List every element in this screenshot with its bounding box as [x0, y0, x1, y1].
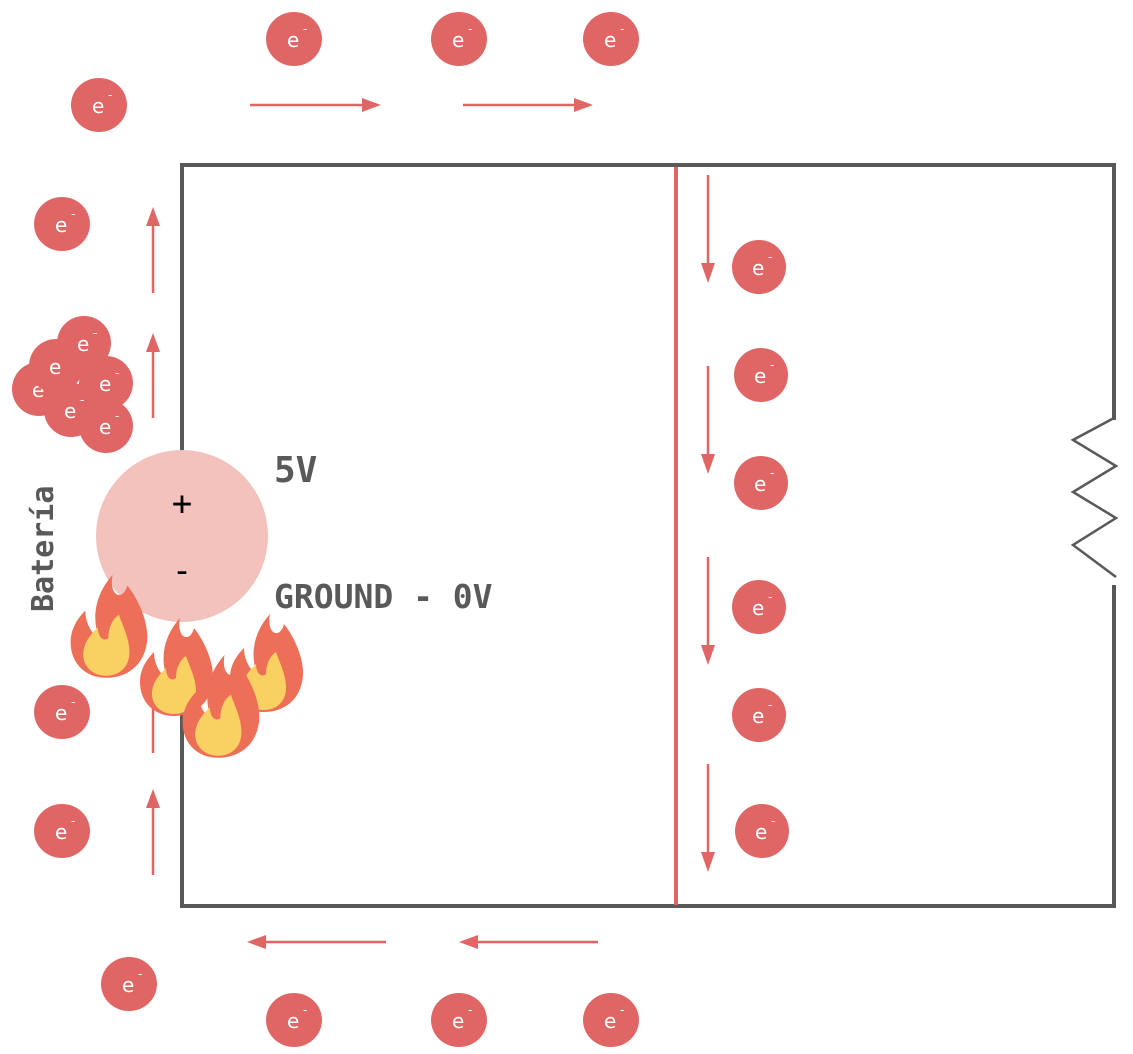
battery-label: Batería	[26, 486, 61, 612]
arrow-left-icon	[459, 935, 598, 949]
electron-icon: e-	[732, 240, 786, 294]
svg-text:e: e	[99, 415, 111, 439]
svg-text:-: -	[303, 1003, 307, 1017]
svg-text:-: -	[620, 1003, 624, 1017]
svg-text:-: -	[115, 409, 119, 423]
svg-text:-: -	[768, 698, 772, 712]
positive-terminal-symbol: +	[172, 484, 192, 524]
ground-label: GROUND - 0V	[274, 577, 493, 616]
electron-icon: e-	[583, 993, 639, 1047]
svg-text:e: e	[452, 1009, 464, 1033]
electron-icon: e-	[79, 399, 133, 453]
arrow-down-icon	[701, 175, 715, 283]
svg-text:e: e	[604, 28, 616, 52]
svg-text:-: -	[771, 814, 775, 828]
electron-icon: e-	[583, 12, 639, 66]
top-wire	[180, 163, 1116, 455]
svg-text:e: e	[55, 213, 67, 237]
arrow-right-icon	[250, 98, 381, 112]
arrow-up-icon	[146, 333, 160, 418]
svg-text:-: -	[468, 1003, 472, 1017]
svg-text:e: e	[92, 94, 104, 118]
svg-text:-: -	[303, 22, 307, 36]
electron-icon: e-	[34, 197, 90, 251]
svg-text:-: -	[768, 590, 772, 604]
circuit-wires	[180, 163, 1116, 908]
arrow-down-icon	[701, 557, 715, 665]
electron-icon: e-	[34, 804, 90, 858]
electron-icon: e-	[734, 348, 788, 402]
svg-text:-: -	[108, 88, 112, 102]
svg-text:e: e	[452, 28, 464, 52]
arrow-down-icon	[701, 764, 715, 872]
negative-terminal-symbol: -	[172, 551, 192, 591]
svg-text:-: -	[620, 22, 624, 36]
svg-text:-: -	[80, 393, 84, 407]
electron-icon: e-	[734, 456, 788, 510]
electron-icon: e-	[266, 993, 322, 1047]
bottom-wire	[180, 585, 1116, 908]
electron-icon: e-	[34, 685, 90, 739]
svg-text:e: e	[754, 472, 766, 496]
arrow-left-icon	[247, 935, 386, 949]
electron-icon: e-	[101, 957, 157, 1011]
svg-text:e: e	[755, 820, 767, 844]
svg-text:-: -	[138, 967, 142, 981]
arrow-up-icon	[146, 789, 160, 875]
svg-text:e: e	[752, 256, 764, 280]
electron-icon: e-	[71, 78, 127, 132]
svg-text:-: -	[770, 466, 774, 480]
electron-icon: e-	[57, 316, 111, 370]
svg-text:e: e	[604, 1009, 616, 1033]
svg-text:e: e	[55, 820, 67, 844]
svg-text:e: e	[55, 701, 67, 725]
arrow-up-icon	[146, 207, 160, 293]
svg-text:e: e	[99, 372, 111, 396]
electron-icon: e-	[735, 804, 789, 858]
svg-text:e: e	[752, 704, 764, 728]
battery-icon	[96, 450, 268, 622]
svg-text:e: e	[77, 332, 89, 356]
svg-text:e: e	[287, 1009, 299, 1033]
svg-text:e: e	[49, 355, 61, 379]
svg-text:-: -	[71, 207, 75, 221]
electron-icon: e-	[431, 993, 487, 1047]
svg-text:-: -	[71, 695, 75, 709]
svg-text:-: -	[768, 250, 772, 264]
svg-text:e: e	[64, 399, 76, 423]
svg-text:e: e	[752, 596, 764, 620]
resistor-icon	[1070, 416, 1119, 579]
svg-text:-: -	[115, 366, 119, 380]
electron-icon: e-	[266, 12, 322, 66]
svg-text:-: -	[93, 326, 97, 340]
electron-icon: e-	[732, 580, 786, 634]
svg-text:e: e	[287, 28, 299, 52]
arrow-down-icon	[701, 366, 715, 474]
svg-text:-: -	[770, 358, 774, 372]
electron-icon: e-	[732, 688, 786, 742]
electron-icon: e-	[431, 12, 487, 66]
arrow-right-icon	[463, 98, 593, 112]
voltage-label: 5V	[274, 450, 317, 491]
svg-text:e: e	[122, 973, 134, 997]
svg-text:-: -	[468, 22, 472, 36]
electrons: e- e- e- e- e- e- e- e- e- e- e- e- e- e…	[12, 12, 789, 1047]
svg-text:-: -	[71, 814, 75, 828]
svg-text:e: e	[754, 364, 766, 388]
